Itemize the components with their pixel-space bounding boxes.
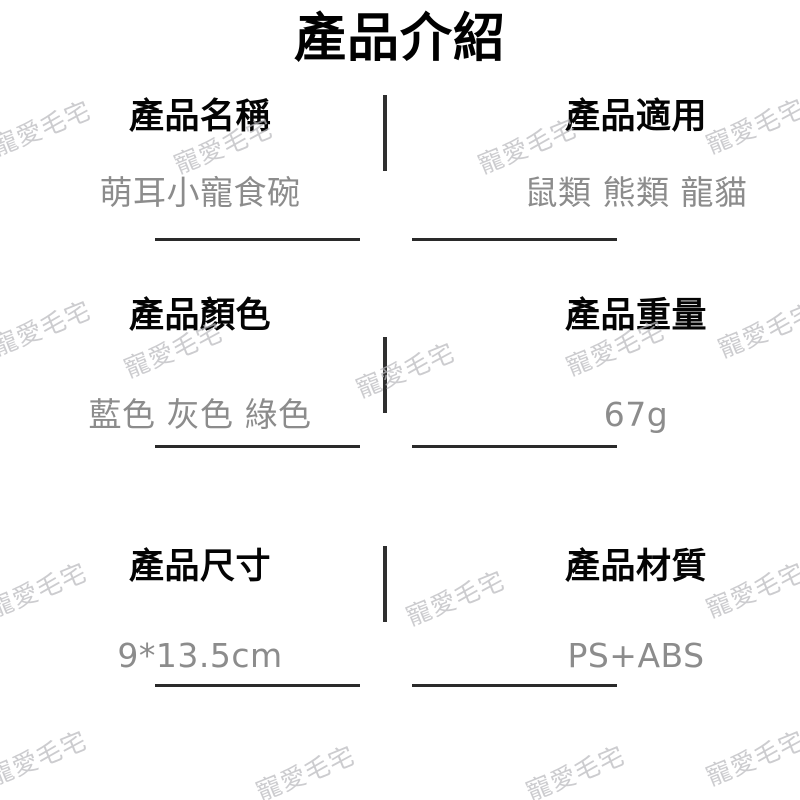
- spec-label: 產品材質: [564, 547, 707, 587]
- spec-row: 產品名稱 萌耳小寵食碗 產品適用 鼠類 熊類 龍貓: [0, 90, 800, 295]
- spec-cell-product-color: 產品顏色 藍色 灰色 綠色: [0, 295, 400, 498]
- spec-label: 產品顏色: [128, 296, 271, 336]
- column-divider: [383, 337, 387, 413]
- page-title: 產品介紹: [293, 9, 506, 69]
- spec-value: 萌耳小寵食碗: [99, 173, 301, 212]
- cell-divider: [412, 445, 617, 448]
- spec-label: 產品適用: [564, 97, 707, 137]
- cell-divider: [155, 238, 360, 241]
- spec-label: 產品重量: [564, 296, 707, 336]
- spec-cell-product-size: 產品尺寸 9*13.5cm: [0, 498, 400, 708]
- cell-divider: [155, 684, 360, 687]
- spec-label: 產品尺寸: [128, 547, 271, 587]
- spec-value: 67g: [603, 395, 669, 434]
- spec-value: 9*13.5cm: [117, 636, 283, 675]
- spec-row: 產品顏色 藍色 灰色 綠色 產品重量 67g: [0, 295, 800, 498]
- cell-divider: [412, 684, 617, 687]
- spec-table: 產品名稱 萌耳小寵食碗 產品適用 鼠類 熊類 龍貓 產品顏色 藍色 灰色 綠色 …: [0, 90, 800, 708]
- column-divider: [383, 546, 387, 622]
- cell-divider: [412, 238, 617, 241]
- spec-cell-product-application: 產品適用 鼠類 熊類 龍貓: [400, 90, 800, 295]
- spec-cell-product-material: 產品材質 PS+ABS: [400, 498, 800, 708]
- spec-value: 藍色 灰色 綠色: [88, 395, 312, 434]
- spec-cell-product-weight: 產品重量 67g: [400, 295, 800, 498]
- spec-label: 產品名稱: [128, 97, 271, 137]
- column-divider: [383, 95, 387, 171]
- cell-divider: [155, 445, 360, 448]
- spec-value: 鼠類 熊類 龍貓: [524, 173, 748, 212]
- spec-value: PS+ABS: [567, 636, 705, 675]
- spec-cell-product-name: 產品名稱 萌耳小寵食碗: [0, 90, 400, 295]
- spec-row: 產品尺寸 9*13.5cm 產品材質 PS+ABS: [0, 498, 800, 708]
